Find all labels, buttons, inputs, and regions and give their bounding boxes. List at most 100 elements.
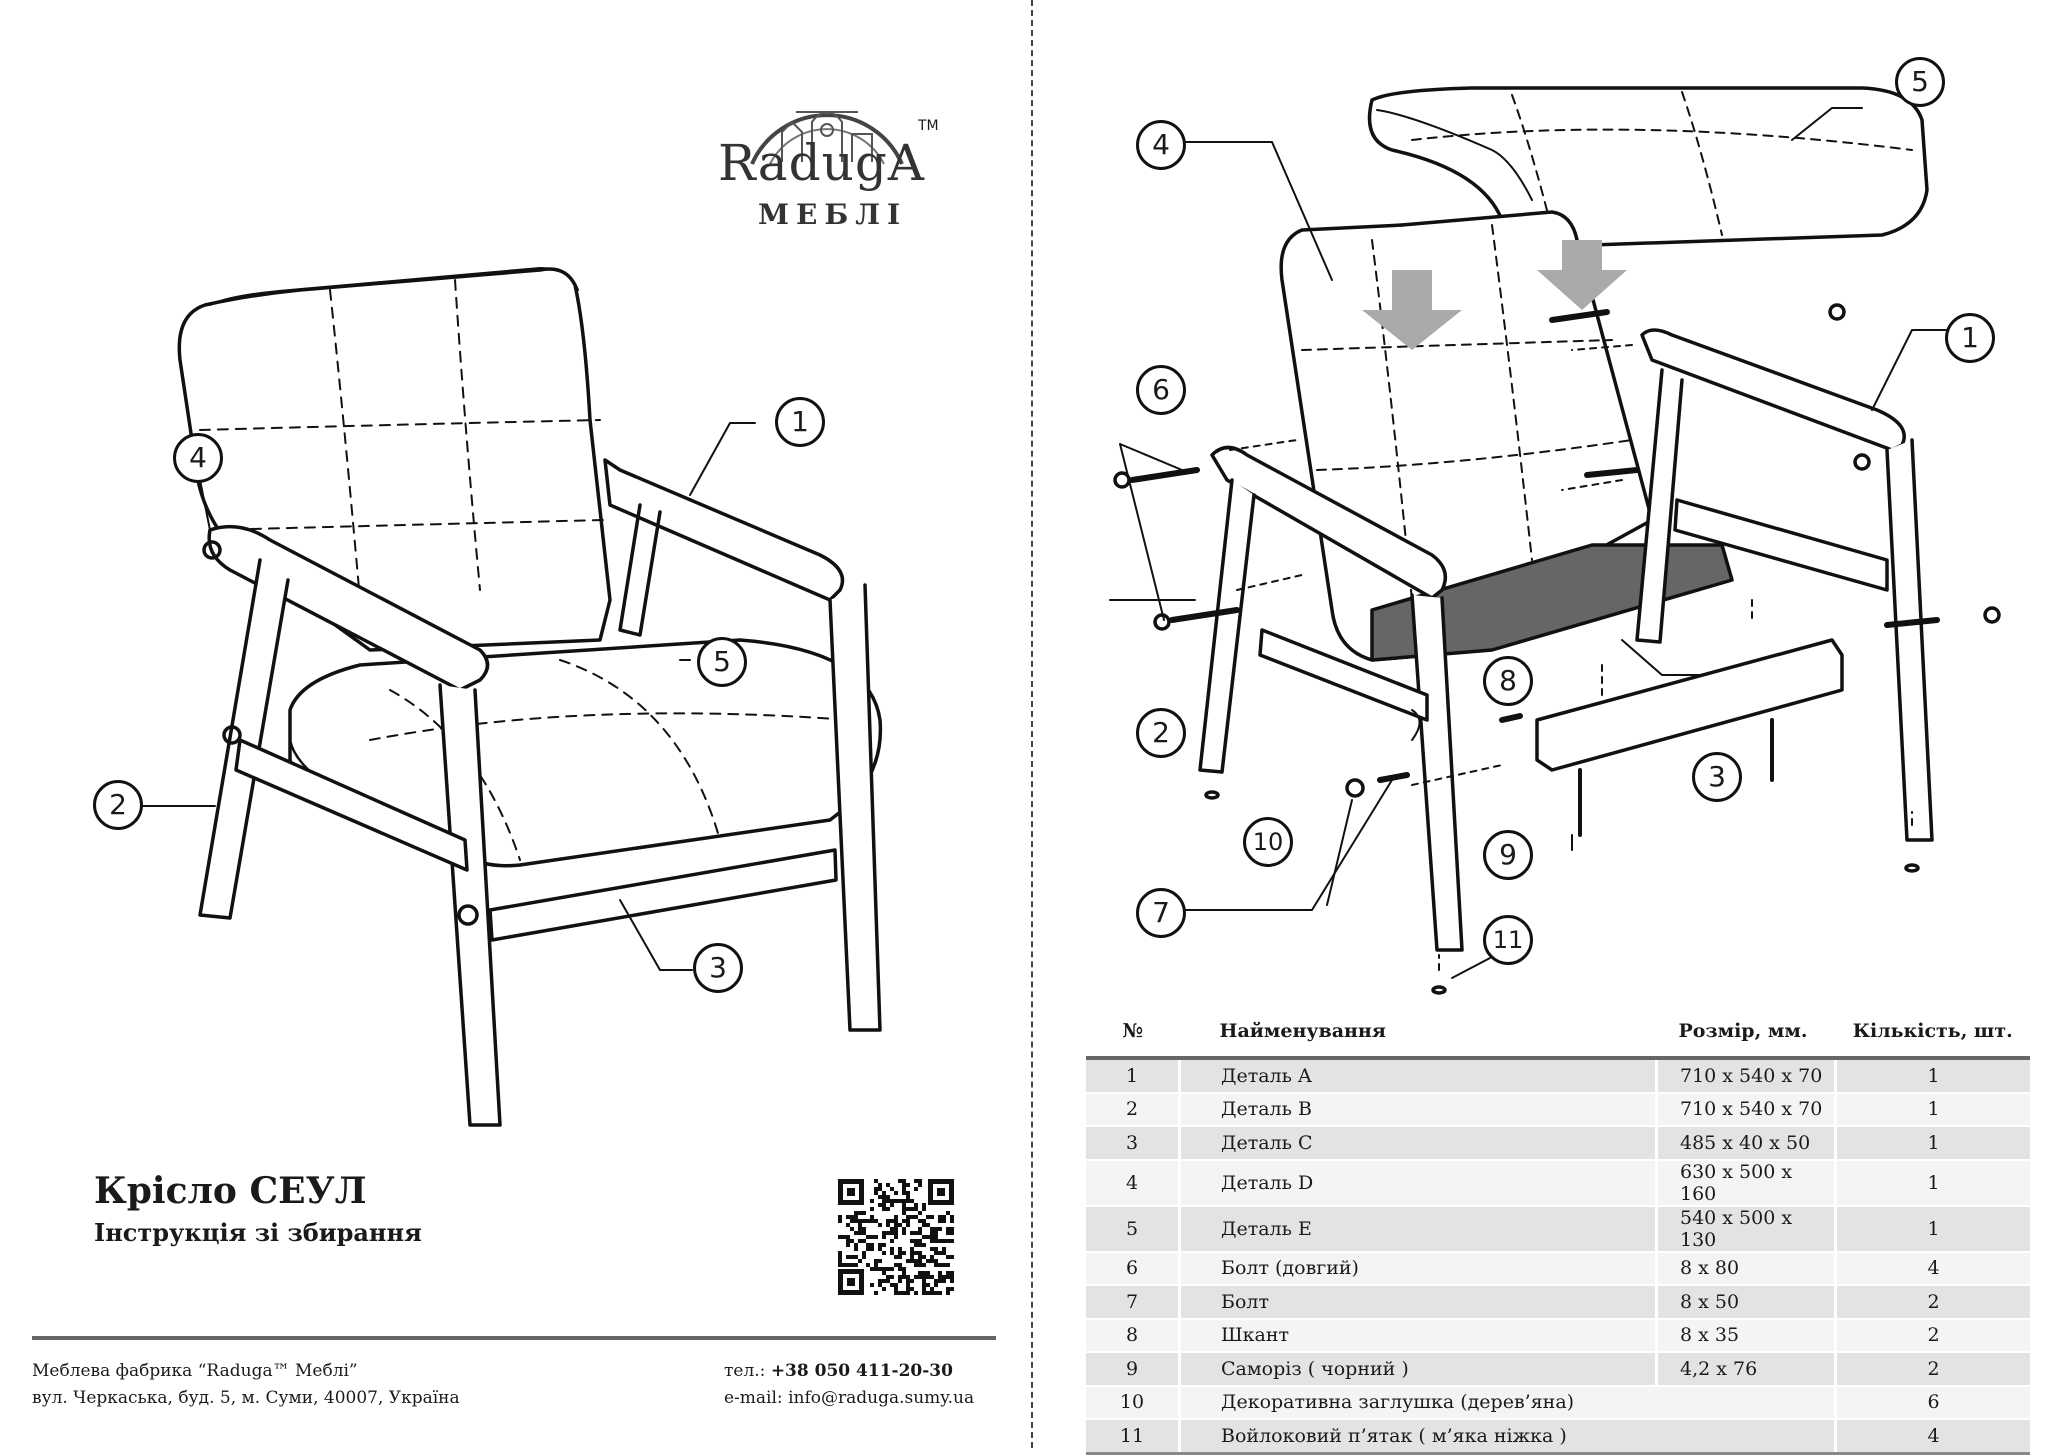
qr-module (918, 1271, 922, 1275)
qr-module (886, 1207, 890, 1211)
qr-module (894, 1263, 898, 1267)
qr-code (836, 1177, 956, 1297)
qr-module (950, 1231, 954, 1235)
qr-module (950, 1227, 954, 1231)
qr-module (866, 1243, 870, 1247)
qr-module (918, 1219, 922, 1223)
qr-module (938, 1251, 942, 1255)
qr-module (942, 1247, 946, 1251)
qr-module (902, 1191, 906, 1195)
callout-10-right: 10 (1243, 817, 1293, 867)
qr-module (934, 1247, 938, 1251)
qr-module (894, 1231, 898, 1235)
exploded-assembly-diagram (1109, 86, 2001, 995)
qr-module (914, 1291, 918, 1295)
row-qty: 1 (1835, 1205, 2030, 1253)
qr-module (922, 1235, 926, 1239)
qr-module (914, 1187, 918, 1191)
qr-module (946, 1287, 950, 1291)
qr-module (938, 1227, 942, 1231)
qr-module (878, 1187, 882, 1191)
qr-module (902, 1179, 906, 1183)
phone-number[interactable]: +38 050 411-20-30 (770, 1361, 953, 1381)
table-header-row: № Найменування Розмір, мм. Кількість, шт… (1086, 1016, 2030, 1060)
row-size: 540 x 500 x 130 (1656, 1205, 1837, 1253)
qr-module (910, 1251, 914, 1255)
qr-module (910, 1247, 914, 1251)
qr-module (946, 1263, 950, 1267)
qr-module (910, 1279, 914, 1283)
email-label: e-mail: (724, 1388, 783, 1408)
qr-module (914, 1231, 918, 1235)
qr-module (846, 1215, 850, 1219)
qr-module (898, 1291, 902, 1295)
qr-module (894, 1227, 898, 1231)
callout-5-right: 5 (1895, 57, 1945, 107)
qr-module (866, 1219, 870, 1223)
qr-module (898, 1223, 902, 1227)
row-size: 710 x 540 x 70 (1656, 1092, 1837, 1127)
logo-wordmark: RadugA (718, 134, 925, 192)
qr-module (902, 1187, 906, 1191)
qr-module (894, 1283, 898, 1287)
qr-module (890, 1283, 894, 1287)
qr-module (938, 1291, 942, 1295)
footer-rule (32, 1336, 996, 1340)
qr-module (874, 1191, 878, 1195)
qr-module (902, 1291, 906, 1295)
qr-module (902, 1207, 906, 1211)
qr-module (918, 1275, 922, 1279)
qr-module (890, 1267, 894, 1271)
qr-module (846, 1223, 850, 1227)
row-qty: 1 (1835, 1092, 2030, 1127)
qr-module (842, 1235, 846, 1239)
qr-module (918, 1211, 922, 1215)
qr-module (870, 1207, 874, 1211)
qr-module (886, 1199, 890, 1203)
row-name: Шкант (1179, 1318, 1658, 1353)
qr-module (886, 1223, 890, 1227)
qr-module (946, 1271, 950, 1275)
row-number: 7 (1086, 1285, 1181, 1320)
qr-module (898, 1247, 902, 1251)
qr-module (854, 1219, 858, 1223)
qr-module (906, 1291, 910, 1295)
qr-module (874, 1267, 878, 1271)
fold-line (1031, 0, 1033, 1448)
qr-module (894, 1219, 898, 1223)
qr-module (910, 1231, 914, 1235)
qr-module (930, 1231, 934, 1235)
qr-module (946, 1231, 950, 1235)
qr-module (882, 1267, 886, 1271)
qr-module (946, 1255, 950, 1259)
qr-module (926, 1235, 930, 1239)
qr-module (906, 1195, 910, 1199)
qr-module (894, 1215, 898, 1219)
email-address[interactable]: info@raduga.sumy.ua (788, 1388, 975, 1408)
qr-module (930, 1239, 934, 1243)
qr-module (858, 1219, 862, 1223)
qr-module (874, 1259, 878, 1263)
qr-module (930, 1287, 934, 1291)
qr-module (902, 1183, 906, 1187)
qr-module (922, 1243, 926, 1247)
qr-module (894, 1223, 898, 1227)
row-qty: 2 (1835, 1318, 2030, 1353)
qr-module (862, 1219, 866, 1223)
qr-module (838, 1259, 842, 1263)
qr-module (890, 1199, 894, 1203)
qr-module (882, 1251, 886, 1255)
qr-module (878, 1279, 882, 1283)
qr-module (850, 1263, 854, 1267)
qr-module (838, 1219, 842, 1223)
row-qty: 2 (1835, 1285, 2030, 1320)
row-size: 8 x 35 (1656, 1318, 1837, 1353)
row-qty: 2 (1835, 1352, 2030, 1387)
qr-module (870, 1243, 874, 1247)
qr-module (902, 1271, 906, 1275)
